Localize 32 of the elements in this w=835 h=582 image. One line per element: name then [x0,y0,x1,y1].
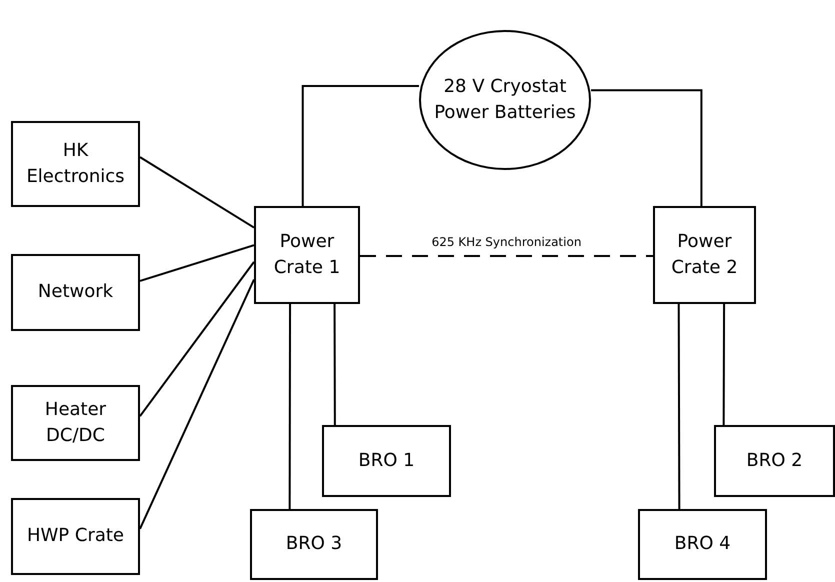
process-box [714,425,835,497]
node-label: BRO 2 [745,448,804,473]
node-label: 28 V Cryostat Power Batteries [433,74,577,125]
node-label: BRO 4 [673,532,732,556]
connector-line [140,244,254,282]
process-box [11,385,140,461]
process-box [11,121,140,207]
connector-line [139,279,255,530]
node-label: Heater DC/DC [44,398,108,448]
connector-line [139,261,255,417]
node-label: HK Electronics [25,138,126,189]
connector-line [302,85,419,206]
node-label: BRO 3 [284,532,344,556]
process-box [638,509,767,580]
process-box [254,206,360,304]
connector-line [722,304,726,425]
connector-line [288,304,292,509]
node-label: Power Crate 1 [272,230,342,280]
connector-line [334,304,336,425]
process-box [653,206,756,304]
connector-line [139,156,255,228]
process-box [250,509,378,580]
connector-line [591,89,702,206]
process-box [11,498,140,575]
connector-line [678,304,680,509]
node-label: Power Crate 2 [670,230,739,280]
node-label: BRO 1 [357,448,416,473]
dashed-connector [360,254,653,257]
node-label: HWP Crate [26,524,126,548]
process-box [322,425,451,497]
process-box [11,254,140,331]
node-label: Network [36,280,114,304]
